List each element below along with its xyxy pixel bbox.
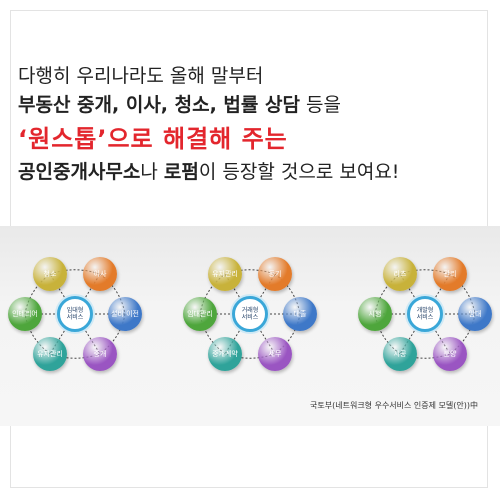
headline-line-2-rest: 등을: [299, 94, 341, 116]
service-node: 리츠: [383, 257, 417, 292]
service-node: 중개계약: [208, 336, 242, 371]
service-node: 등기: [258, 257, 292, 292]
service-center: 거래형 서비스: [232, 296, 268, 332]
service-center: 개발형 서비스: [407, 296, 443, 332]
headline-line-4: 공인중개사무소나 로펌이 등장할 것으로 보여요!: [18, 158, 488, 187]
headline-line-3: ‘원스톱’으로 해결해 주는: [18, 125, 288, 153]
headline-line-1: 다행히 우리나라도 올해 말부터: [18, 65, 264, 87]
service-node: 청소: [33, 257, 67, 292]
headline-line-2: 부동산 중개, 이사, 청소, 법률 상담 등을: [18, 91, 488, 120]
service-node: 임대: [458, 297, 492, 331]
headline-line-4-bold-1: 공인중개사무소: [18, 161, 141, 183]
service-node: 이사: [83, 257, 117, 292]
service-node: 관리: [433, 257, 467, 292]
service-node: 분양: [433, 336, 467, 371]
source-caption: 국토부(네트워크형 우수서비스 인증제 모델(안))中: [310, 401, 478, 410]
headline-line-2-bold: 부동산 중개, 이사, 청소, 법률 상담: [18, 94, 300, 116]
headline-line-4-bold-2: 로펌: [163, 161, 199, 183]
service-node: 유지관리: [33, 336, 67, 371]
service-node: 설비 이전: [108, 297, 142, 331]
headline-line-4-mid: 나: [140, 161, 164, 183]
service-node: 중개: [83, 336, 117, 371]
service-node: 유지관리: [208, 257, 242, 292]
service-node: 시공: [383, 336, 417, 371]
headline-line-4-rest: 이 등장할 것으로 보여요!: [198, 161, 400, 183]
service-node: 임대관리: [183, 297, 217, 331]
headline: 다행히 우리나라도 올해 말부터 부동산 중개, 이사, 청소, 법률 상담 등…: [18, 62, 488, 187]
service-node: 인테리어: [8, 297, 42, 331]
service-center: 임대형 서비스: [57, 296, 93, 332]
service-node: 대출: [283, 297, 317, 331]
service-node: 세무: [258, 336, 292, 371]
service-node: 시행: [358, 297, 392, 331]
